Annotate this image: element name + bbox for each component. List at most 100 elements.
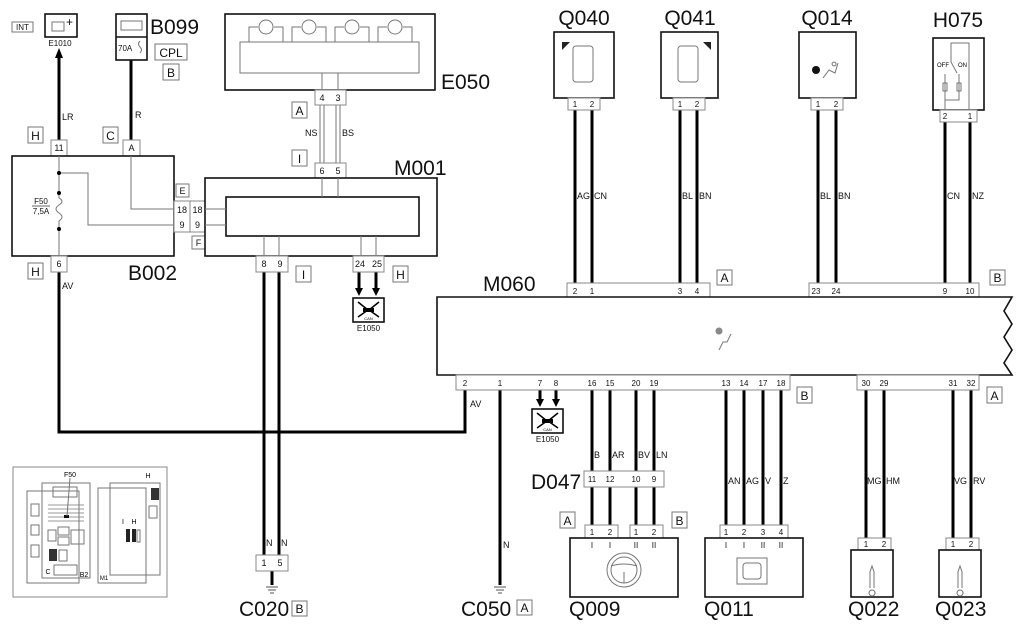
connector-tag: F [196,238,202,248]
fuse-rating: 70A [118,44,133,53]
q023-pretensioner[interactable]: 1 2 Q023 [935,537,986,621]
connector-tag: B [295,602,303,616]
q011-passenger-airbag[interactable]: 1 2 3 4 I I II II Q011 [704,524,804,621]
circuit-label: II [779,541,783,550]
pin-label: 14 [740,379,749,388]
fuse-rating: 7,5A [33,207,50,216]
pin-label: 8 [261,259,266,269]
pin-label: 23 [812,287,821,296]
pin-label: 10 [966,287,975,296]
wire-label: AV [470,399,481,409]
pin-label: 2 [742,528,747,537]
steering-wheel-icon [606,552,642,588]
c050-label: C050 [461,598,511,621]
wire-label: LR [62,112,74,122]
wire-label: AR [612,450,625,460]
pin-label: 3 [678,287,683,296]
pin-label: 1 [261,558,266,568]
m001-label: M001 [394,157,447,180]
q011-label: Q011 [704,598,754,621]
circuit-label: II [634,541,638,550]
connector-tag: B [800,389,808,403]
connector-tag: B [675,514,683,528]
pin-label: 5 [335,166,340,176]
pin-label: 2 [608,528,613,537]
pin-label: 15 [606,379,615,388]
q014-passenger-airbag-sensor[interactable]: Q014 1 2 [798,7,857,111]
pin-label: 16 [588,379,597,388]
connector-tag: A [990,389,998,403]
wire-label: BN [838,191,851,201]
connector-tag: A [563,514,571,528]
e1010-power-source[interactable]: INT + E1010 [11,13,78,48]
circuit-label: I [743,541,745,550]
connector-tag: E [179,186,185,196]
pin-label: 8 [554,379,559,388]
wire-labels: LR R NS BS AV AV AG CN BL BN BL BN CN NZ… [62,110,985,550]
pin-label: 4 [319,93,324,103]
d047-connector[interactable]: D047 11 12 10 9 [531,470,665,494]
wire-label: CN [594,191,607,201]
warning-icons [248,19,413,42]
wire-label: HM [886,476,900,486]
e050-instrument-panel[interactable]: E050 4 3 A [224,13,490,119]
fuse-name: F50 [34,197,48,206]
pin-label: 18 [777,379,786,388]
e1050-can-network-a[interactable]: CAN E1050 [352,297,385,333]
connector-tag: I [298,152,301,166]
warning-lamp-icon [258,19,274,35]
wire-label: AN [728,476,741,486]
q009-label: Q009 [569,598,620,621]
wires [55,48,973,594]
inset-label: I [122,519,124,526]
m060-airbag-control-unit[interactable]: M060 2 1 3 4 A 23 24 9 10 B 2 1 7 8 16 1… [436,269,1014,404]
pin-label: 2 [590,100,595,109]
q009-driver-airbag[interactable]: A B 1 2 1 2 I I II II Q009 [559,511,688,621]
pin-label: A [128,143,134,153]
pin-label: 1 [498,379,503,388]
connector-tag: I [302,268,305,282]
pin-label: 2 [834,100,839,109]
pin-label: 2 [573,287,578,296]
pin-label: 2 [969,540,974,549]
pin-label: 24 [355,259,365,269]
h075-airbag-switch[interactable]: H075 OFF ON 2 1 [932,9,985,123]
pin-label: 11 [588,475,597,484]
pin-label: 2 [652,528,657,537]
q040-seat-sensor[interactable]: Q040 1 2 [553,7,615,111]
wire-label: LN [656,450,668,460]
battery-icon [51,21,65,32]
m001-body-computer[interactable]: I 6 5 M001 8 9 24 25 I H [204,149,447,283]
seat-icon [677,45,699,83]
pin-label: 6 [56,259,61,269]
q014-label: Q014 [801,7,853,30]
q041-seat-sensor[interactable]: Q041 1 2 [660,7,719,111]
e1050-can-network-b[interactable]: CAN E1050 [531,408,564,444]
pin-label: 2 [943,112,948,121]
pin-label: 2 [882,540,887,549]
off-label: OFF [937,63,949,69]
m060-bottom-pins: 2 1 7 8 16 15 20 19 13 14 17 18 [463,379,786,388]
q022-pretensioner[interactable]: 1 2 Q022 [848,537,899,621]
wire-label: NZ [972,191,984,201]
pin-label: 1 [678,100,683,109]
inset-label: H [131,519,136,526]
switch-icon [950,61,958,74]
pin-label: 10 [632,475,641,484]
b099-battery[interactable]: 70A B099 CPL B [115,13,199,81]
q023-label: Q023 [935,598,986,621]
wire-label: RV [973,476,985,486]
seatbelt-pretensioner-icon [868,564,876,597]
wire-label: BL [682,191,693,201]
pin-label: 1 [951,540,956,549]
pin-label: 1 [634,528,639,537]
c020-ground[interactable]: 1 5 C020 B [239,554,308,621]
b002-fuse-box[interactable]: H C 11 A F50 7,5A B002 6 H E F 18 9 18 9 [11,126,206,285]
wire-label: NS [305,128,318,138]
c050-ground[interactable]: C050 A [461,598,533,621]
q022-label: Q022 [848,598,899,621]
pin-label: 9 [277,259,282,269]
pin-label: 9 [652,475,657,484]
wire-label: N [503,540,510,550]
